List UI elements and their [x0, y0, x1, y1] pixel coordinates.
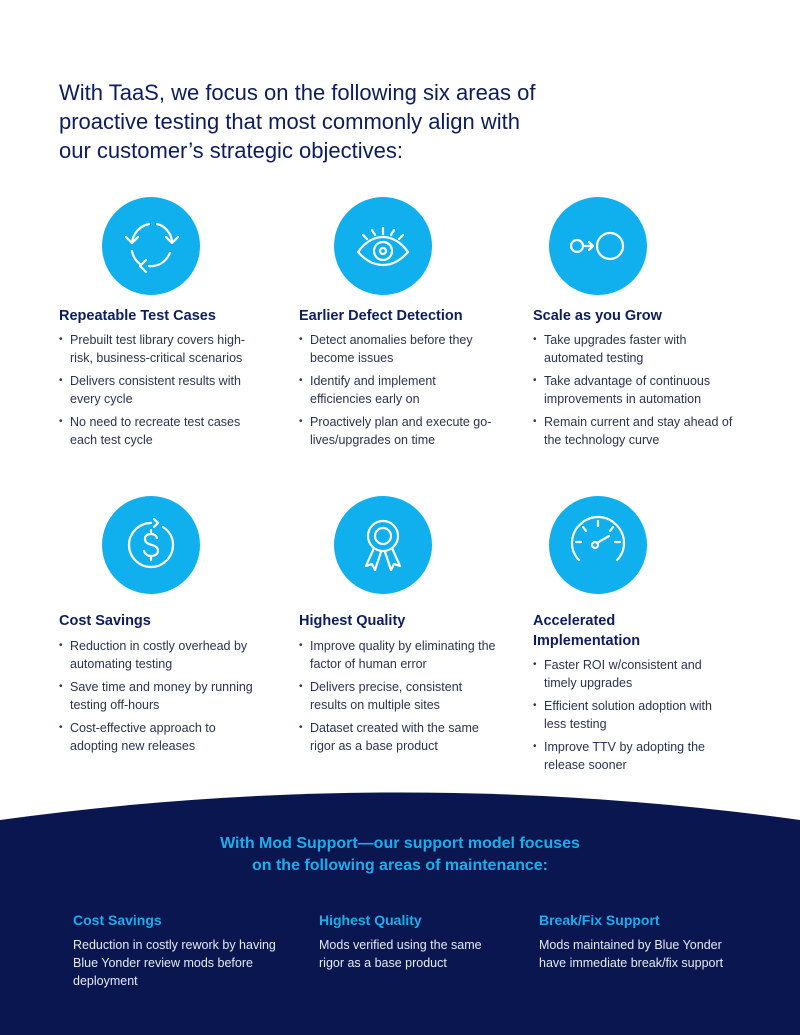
- footer-column-title: Cost Savings: [73, 912, 162, 928]
- feature-bullets: Improve quality by eliminating the facto…: [299, 637, 499, 760]
- speedometer-icon: [549, 496, 647, 594]
- cycle-arrows-icon: [102, 197, 200, 295]
- feature-bullets: Reduction in costly overhead by automati…: [59, 637, 259, 760]
- feature-title: Repeatable Test Cases: [59, 308, 216, 324]
- list-item: Dataset created with the same rigor as a…: [299, 719, 499, 755]
- list-item: Remain current and stay ahead of the tec…: [533, 413, 733, 449]
- list-item: Take upgrades faster with automated test…: [533, 331, 733, 367]
- feature-bullets: Take upgrades faster with automated test…: [533, 331, 733, 454]
- list-item: Delivers consistent results with every c…: [59, 372, 259, 408]
- list-item: Save time and money by running testing o…: [59, 678, 259, 714]
- intro-heading: With TaaS, we focus on the following six…: [59, 80, 536, 163]
- feature-bullets: Detect anomalies before they become issu…: [299, 331, 499, 454]
- feature-title: Scale as you Grow: [533, 308, 662, 324]
- footer-column-title: Highest Quality: [319, 912, 422, 928]
- award-ribbon-icon: [334, 496, 432, 594]
- list-item: Reduction in costly overhead by automati…: [59, 637, 259, 673]
- list-item: Improve TTV by adopting the release soon…: [533, 738, 733, 774]
- footer-heading: With Mod Support—our support model focus…: [220, 835, 580, 874]
- list-item: Delivers precise, consistent results on …: [299, 678, 499, 714]
- list-item: No need to recreate test cases each test…: [59, 413, 259, 449]
- feature-title: Cost Savings: [59, 613, 151, 629]
- features-grid: Repeatable Test Cases Prebuilt test libr…: [0, 0, 800, 800]
- list-item: Take advantage of continuous improvement…: [533, 372, 733, 408]
- footer-column-text: Mods verified using the same rigor as a …: [319, 938, 482, 970]
- mod-support-footer: With Mod Support—our support model focus…: [0, 790, 800, 1035]
- dollar-cycle-icon: [102, 496, 200, 594]
- scale-circles-icon: [549, 197, 647, 295]
- footer-column-text: Mods maintained by Blue Yonder have imme…: [539, 938, 724, 970]
- list-item: Cost-effective approach to adopting new …: [59, 719, 259, 755]
- list-item: Efficient solution adoption with less te…: [533, 697, 733, 733]
- footer-column-text: Reduction in costly rework by having Blu…: [73, 938, 276, 988]
- footer-column-highest-quality: Highest Quality Mods verified using the …: [319, 910, 509, 972]
- feature-bullets: Faster ROI w/consistent and timely upgra…: [533, 656, 733, 779]
- feature-title: Earlier Defect Detection: [299, 308, 463, 324]
- footer-column-break-fix-support: Break/Fix Support Mods maintained by Blu…: [539, 910, 749, 972]
- footer-curved-background: [0, 792, 800, 1035]
- list-item: Identify and implement efficiencies earl…: [299, 372, 499, 408]
- list-item: Faster ROI w/consistent and timely upgra…: [533, 656, 733, 692]
- footer-column-cost-savings: Cost Savings Reduction in costly rework …: [73, 910, 278, 990]
- list-item: Proactively plan and execute go-lives/up…: [299, 413, 499, 449]
- list-item: Improve quality by eliminating the facto…: [299, 637, 499, 673]
- eye-icon: [334, 197, 432, 295]
- footer-column-title: Break/Fix Support: [539, 912, 660, 928]
- feature-title: Highest Quality: [299, 613, 406, 629]
- list-item: Detect anomalies before they become issu…: [299, 331, 499, 367]
- feature-bullets: Prebuilt test library covers high-risk, …: [59, 331, 259, 454]
- feature-title: Accelerated Implementation: [533, 613, 641, 649]
- list-item: Prebuilt test library covers high-risk, …: [59, 331, 259, 367]
